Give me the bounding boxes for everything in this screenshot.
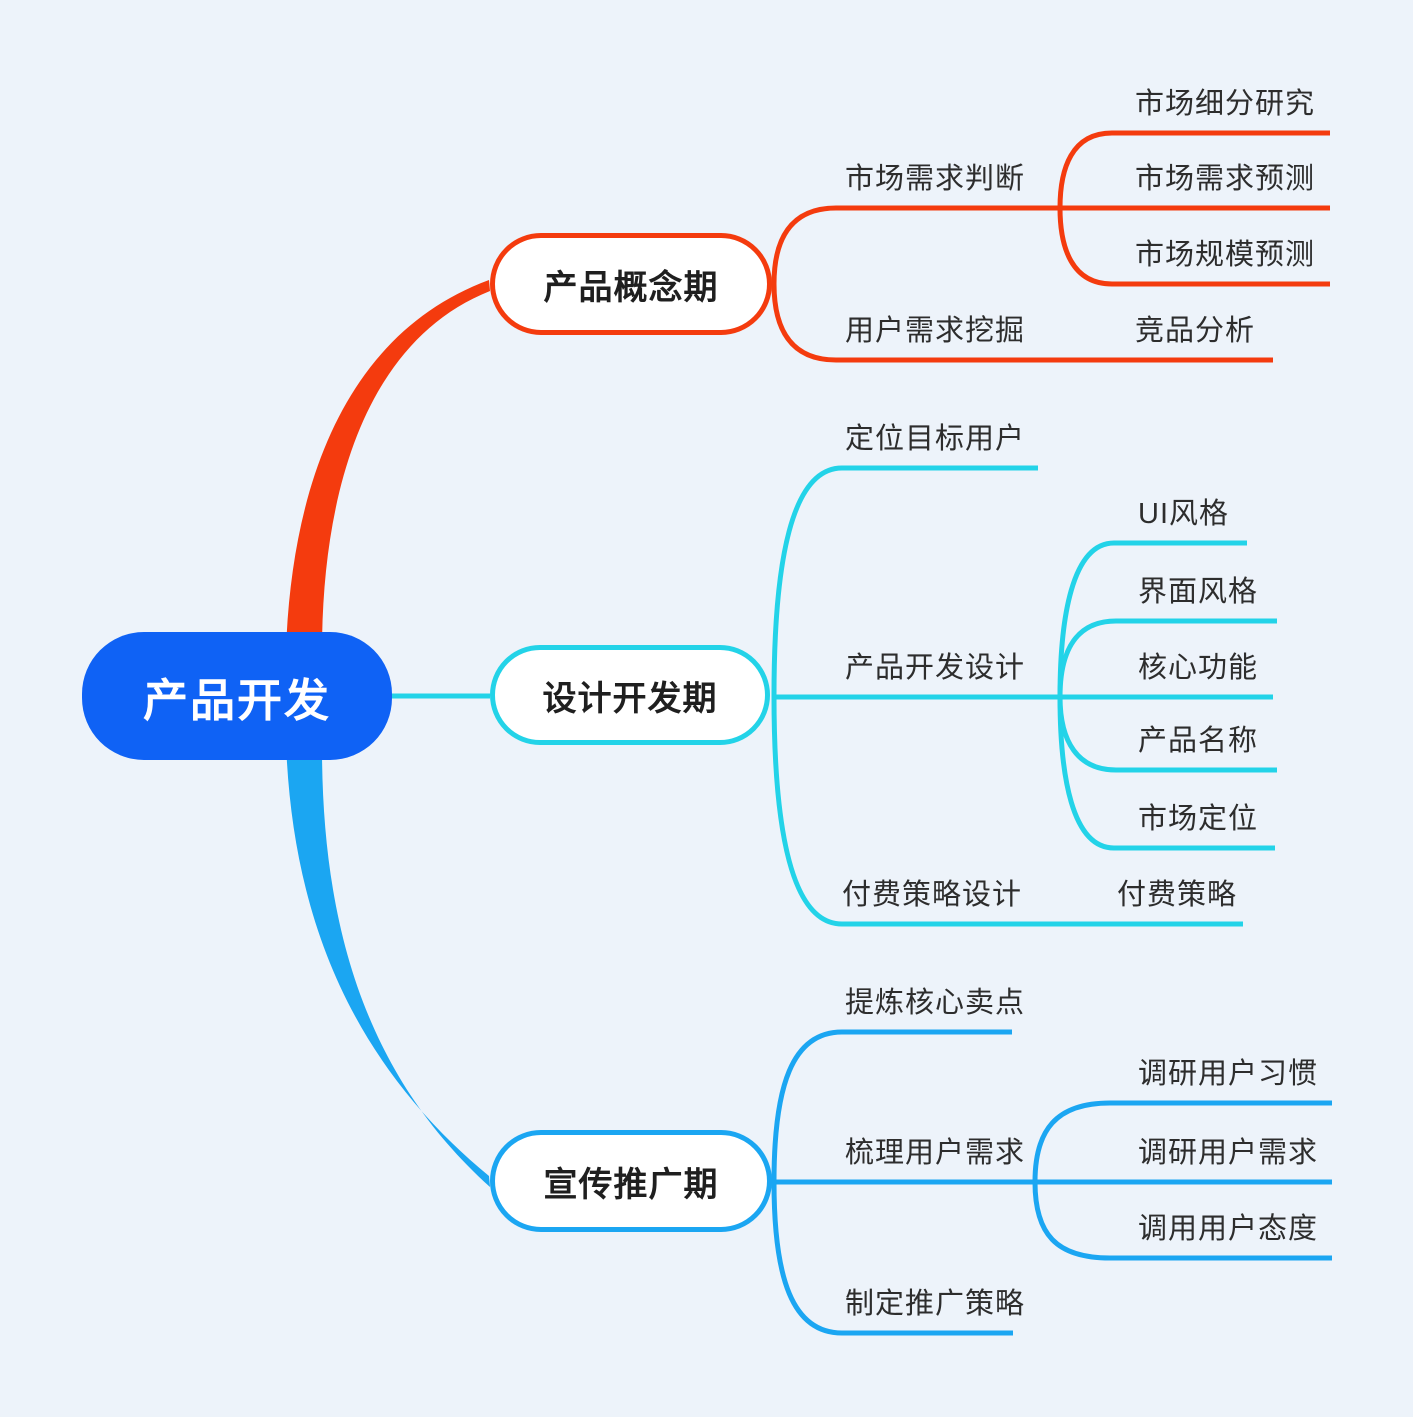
branch-curve-concept [286, 280, 490, 652]
topic-payment-strategy[interactable]: 付费策略 [1117, 879, 1238, 911]
topic-competitor-analysis[interactable]: 竞品分析 [1135, 315, 1256, 347]
topic-market-positioning[interactable]: 市场定位 [1138, 803, 1259, 835]
topic-market-segmentation-research[interactable]: 市场细分研究 [1135, 88, 1316, 120]
topic-market-demand-forecast[interactable]: 市场需求预测 [1135, 163, 1316, 195]
topic-survey-user-attitude[interactable]: 调用用户态度 [1138, 1213, 1319, 1245]
topic-market-demand-judgment[interactable]: 市场需求判断 [845, 163, 1026, 195]
root-node[interactable]: 产品开发 [82, 632, 392, 760]
branch-curve-promotion [286, 740, 490, 1187]
topic-core-functions[interactable]: 核心功能 [1138, 652, 1259, 684]
topic-interface-style[interactable]: 界面风格 [1138, 576, 1259, 608]
topic-sort-user-needs[interactable]: 梳理用户需求 [845, 1137, 1026, 1169]
edges-promotion [771, 1029, 1332, 1336]
topic-promotion-strategy[interactable]: 制定推广策略 [845, 1288, 1026, 1320]
topic-product-name[interactable]: 产品名称 [1138, 725, 1259, 757]
topic-target-users[interactable]: 定位目标用户 [845, 423, 1026, 455]
branch-node-design[interactable]: 设计开发期 [490, 645, 770, 745]
topic-market-size-forecast[interactable]: 市场规模预测 [1135, 239, 1316, 271]
topic-ui-style[interactable]: UI风格 [1138, 498, 1230, 530]
edges-concept [771, 130, 1330, 363]
topic-survey-user-habits[interactable]: 调研用户习惯 [1138, 1058, 1319, 1090]
edges-design [771, 465, 1277, 927]
topic-core-selling-points[interactable]: 提炼核心卖点 [845, 987, 1026, 1019]
branch-node-concept[interactable]: 产品概念期 [490, 233, 772, 335]
topic-survey-user-needs[interactable]: 调研用户需求 [1138, 1137, 1319, 1169]
topic-product-dev-design[interactable]: 产品开发设计 [845, 652, 1026, 684]
topic-user-demand-mining[interactable]: 用户需求挖掘 [845, 315, 1026, 347]
topic-payment-strategy-design[interactable]: 付费策略设计 [842, 879, 1023, 911]
branch-node-promotion[interactable]: 宣传推广期 [490, 1130, 772, 1232]
